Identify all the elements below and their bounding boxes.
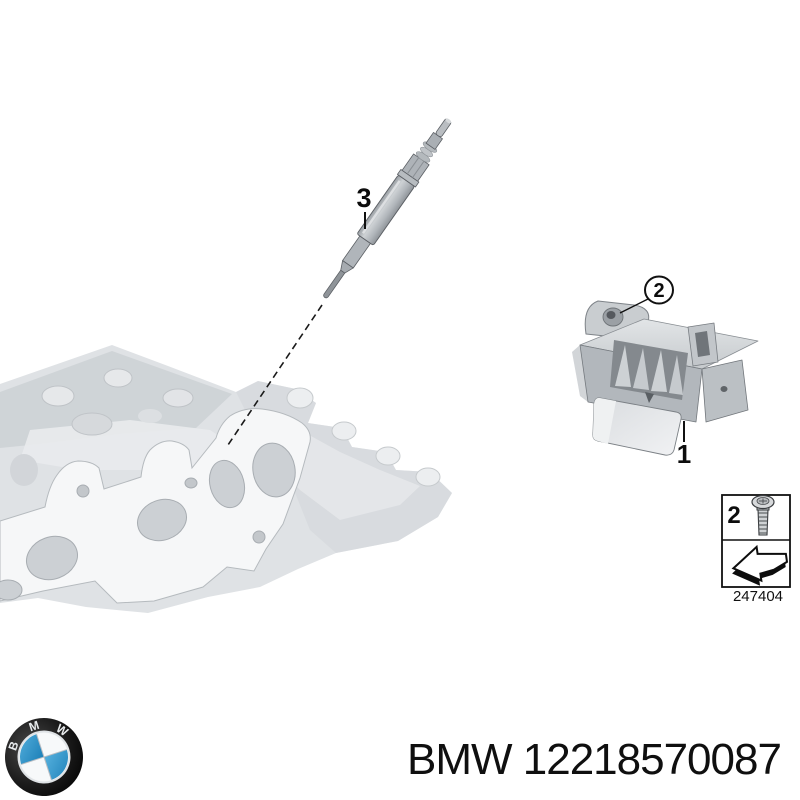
connector-keying-mark [645, 392, 654, 403]
control-unit-left-face [572, 345, 588, 402]
screw-callout-leader [619, 298, 649, 314]
control-unit-label: 1 [677, 439, 691, 469]
part-number-text: BMW 12218570087 [407, 735, 782, 784]
fastener-inset: 2 247404 [721, 494, 791, 605]
cooling-fins [615, 345, 683, 395]
cylinder-head-illustration [0, 345, 452, 613]
svg-text:M: M [27, 718, 41, 734]
screw-callout-circle [644, 275, 674, 305]
glow-plug-label: 3 [356, 183, 371, 213]
glow-plug-illustration [323, 118, 452, 299]
control-unit-illustration [572, 300, 759, 456]
bmw-roundel-icon: B M W [5, 718, 83, 796]
inset-diagram-number: 247404 [733, 588, 783, 605]
gasket-port-holes [0, 442, 296, 601]
direction-arrow-icon [731, 544, 789, 586]
head-top-shading [0, 351, 232, 448]
pan-head-screw-icon [751, 494, 775, 536]
glow-plug-electrode-tip [323, 269, 346, 299]
roundel-quarters [20, 733, 68, 781]
glow-plug-thread-ribs [415, 141, 438, 163]
inset-item-label: 2 [727, 502, 740, 529]
glow-plug-leader-line [227, 304, 323, 446]
screw-callout-label: 2 [653, 280, 664, 302]
